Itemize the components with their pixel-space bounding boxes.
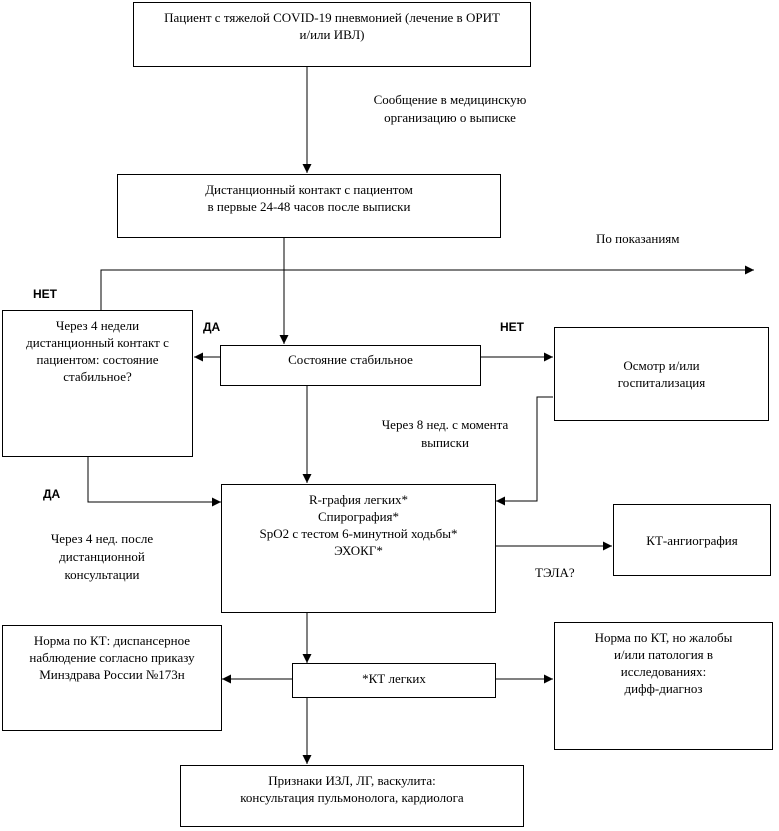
arrow-fourweeks-by-indication: [100, 265, 754, 310]
label-no-right: НЕТ: [500, 320, 524, 334]
label-discharge-message: Сообщение в медицинскую организацию о вы…: [373, 92, 527, 125]
box-exam-hospitalization: Осмотр и/или госпитализация: [554, 327, 769, 421]
label-yes-bottom: ДА: [43, 487, 61, 501]
box-norm-ct: Норма по КТ: диспансерное наблюдение сог…: [2, 625, 222, 731]
box-ct-lungs: *КТ легких: [292, 663, 496, 698]
label-eight-weeks: Через 8 нед. с момента выписки: [381, 417, 509, 450]
arrow-fourweeks-to-tests: [87, 456, 221, 507]
box-four-weeks-contact: Через 4 недели дистанционный контакт с п…: [2, 310, 193, 457]
box-norm-complaints: Норма по КТ, но жалобы и/или патология в…: [554, 622, 773, 750]
label-four-weeks-after: Через 4 нед. после дистанционной консуль…: [50, 531, 154, 582]
arrow-exam-to-tests: [496, 396, 553, 506]
box-stable: Состояние стабильное: [220, 345, 481, 386]
box-ct-angiography: КТ-ангиография: [613, 504, 771, 576]
label-no-left: НЕТ: [33, 287, 57, 301]
box-patient: Пациент с тяжелой COVID-19 пневмонией (л…: [133, 2, 531, 67]
label-by-indication: По показаниям: [596, 231, 680, 246]
box-tests: R-графия легких* Спирография* SpO2 с тес…: [221, 484, 496, 613]
box-signs: Признаки ИЗЛ, ЛГ, васкулита: консультаци…: [180, 765, 524, 827]
label-yes-left: ДА: [203, 320, 221, 334]
label-tela: ТЭЛА?: [535, 565, 575, 580]
box-remote-contact: Дистанционный контакт с пациентом в перв…: [117, 174, 501, 238]
